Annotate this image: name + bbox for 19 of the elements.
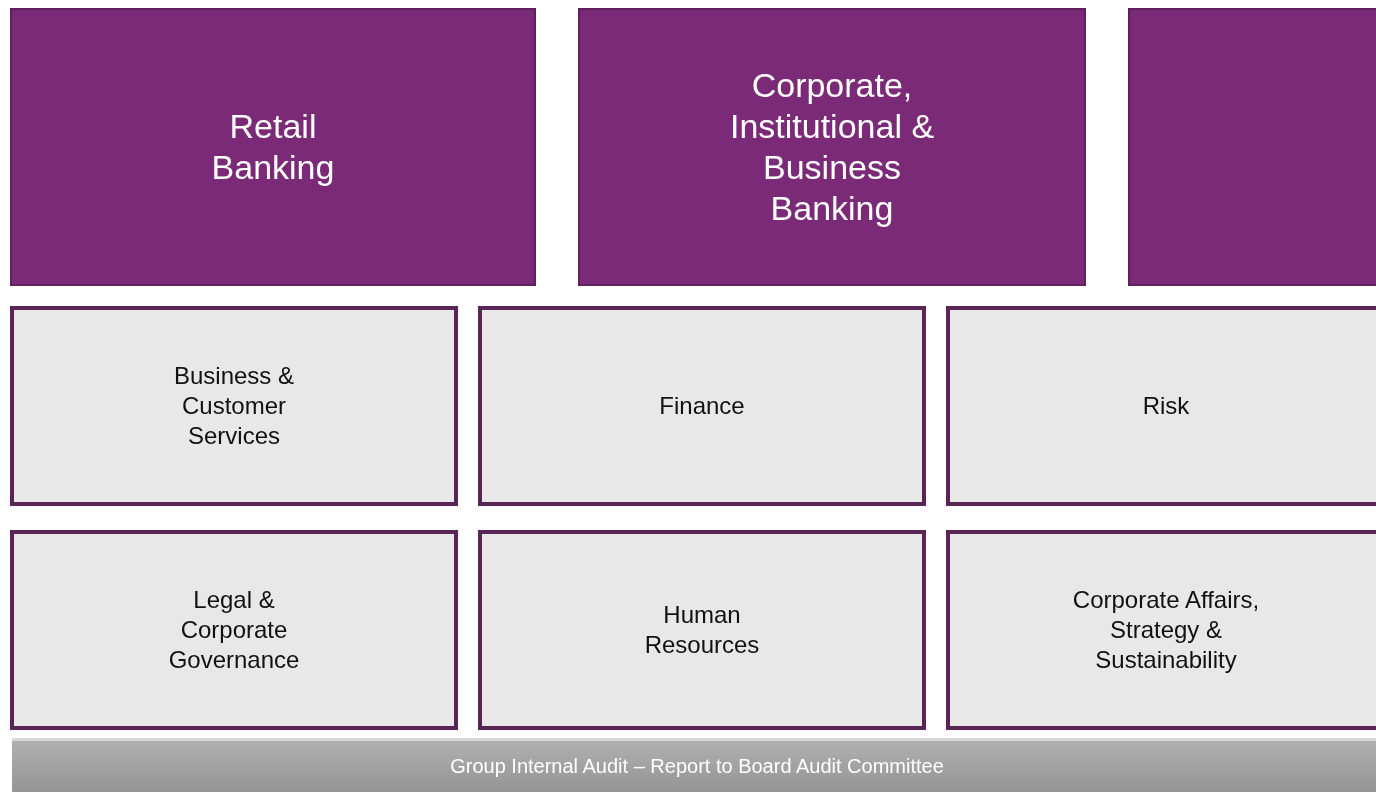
audit-band — [12, 738, 1376, 792]
division-box — [10, 8, 536, 286]
box-label: Group Internal Audit – Report to Board Audit Committee — [450, 755, 944, 778]
division-box — [1128, 8, 1376, 286]
box-label: Legal & Corporate Governance — [167, 585, 301, 675]
box-label: Corporate, Institutional & Business Banking — [728, 65, 936, 229]
function-box — [10, 530, 458, 730]
division-box — [578, 8, 1086, 286]
box-label: Risk — [1142, 391, 1190, 421]
function-box — [478, 530, 926, 730]
function-box — [946, 306, 1376, 506]
box-label: Retail Banking — [210, 106, 336, 188]
box-label: Corporate Affairs, Strategy & Sustainability — [1071, 585, 1261, 675]
box-label: Human Resources — [643, 600, 761, 660]
function-box — [10, 306, 458, 506]
function-box — [946, 530, 1376, 730]
function-box — [478, 306, 926, 506]
box-label: Business & Customer Services — [172, 361, 296, 451]
box-label: Finance — [659, 391, 745, 421]
